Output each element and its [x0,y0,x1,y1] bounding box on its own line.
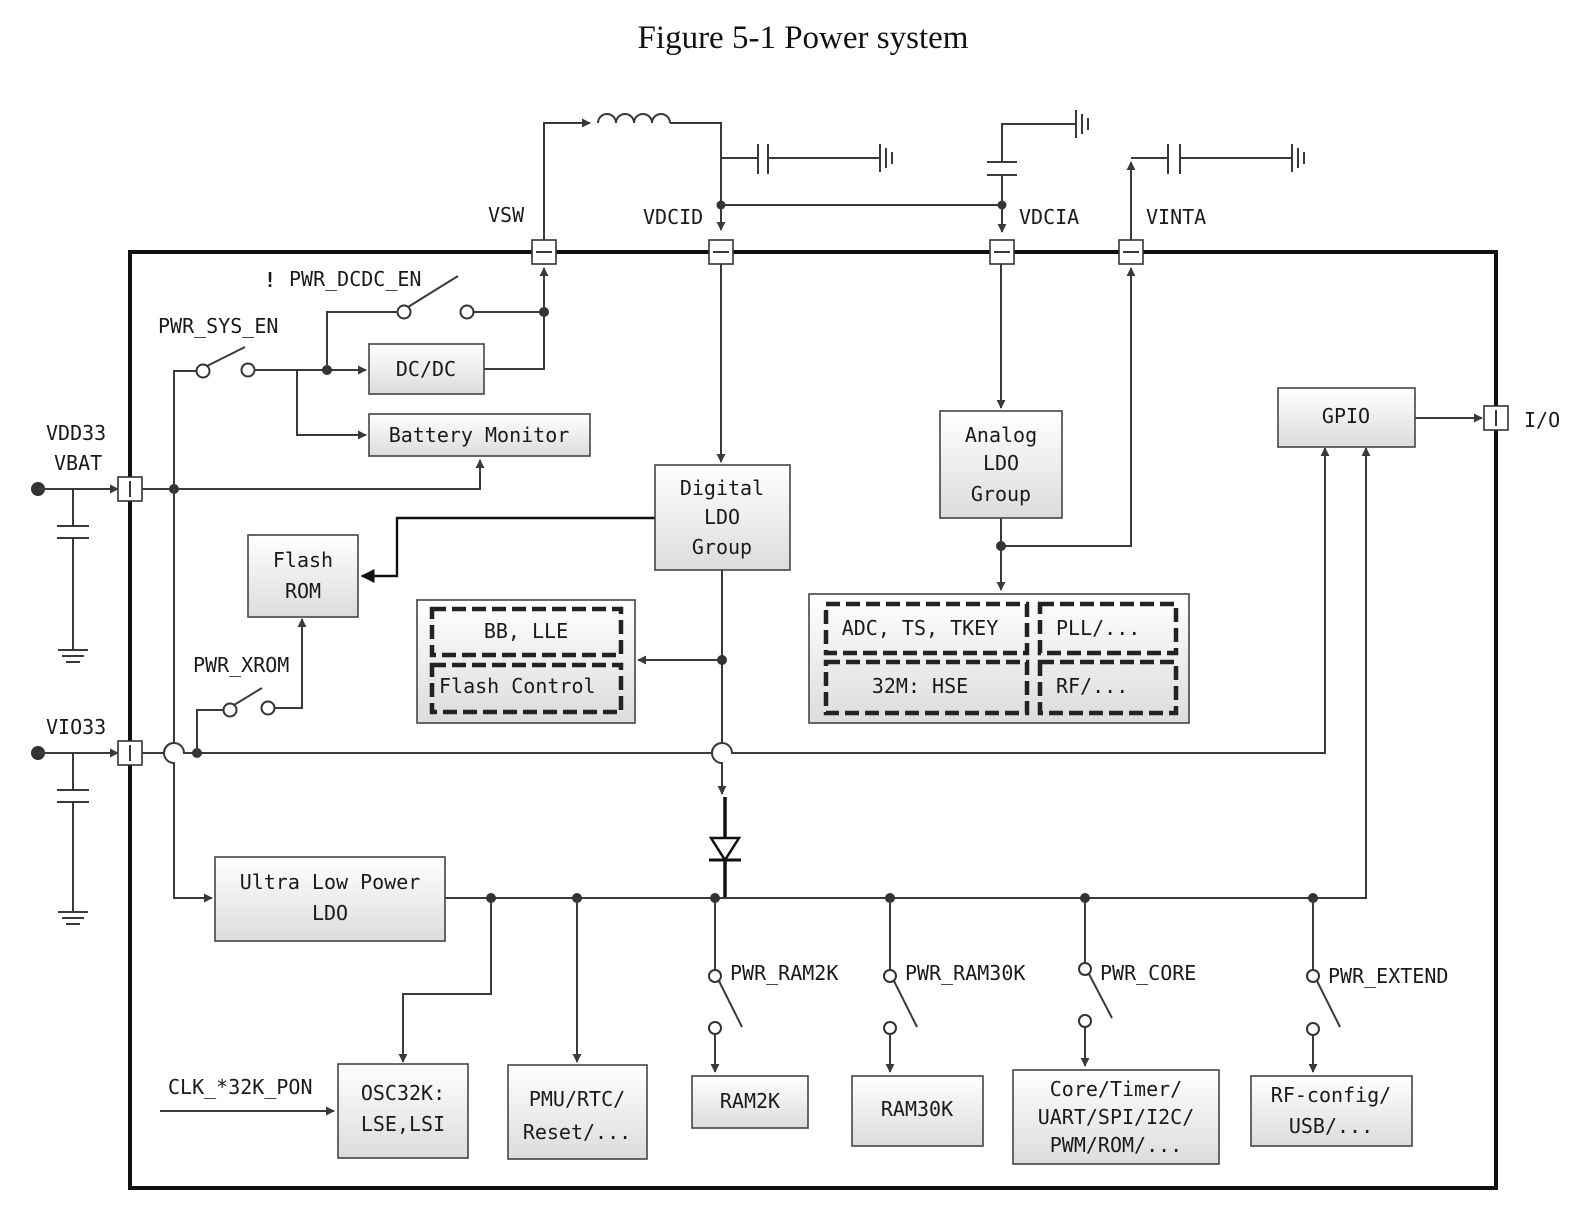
block-ram2k: RAM2K [691,1075,809,1129]
label-pwr-extend: PWR_EXTEND [1328,964,1448,988]
svg-text:Digital: Digital [680,476,764,500]
label-vdd33: VDD33 [46,421,106,445]
label-vdcid: VDCID [643,205,703,229]
svg-text:UART/SPI/I2C/: UART/SPI/I2C/ [1038,1105,1195,1129]
chip-boundary [128,250,1498,1190]
svg-text:LDO: LDO [983,451,1019,475]
block-gpio: GPIO [1277,387,1416,448]
switch-pwr-ram2k [708,898,743,1073]
vdd33-input [31,482,119,663]
label-pwr-sys-en: PWR_SYS_EN [158,314,278,338]
figure-title: Figure 5-1 Power system [638,20,969,56]
block-battery-monitor: Battery Monitor [368,413,591,457]
svg-text:Reset/...: Reset/... [523,1120,631,1144]
block-pll [1037,601,1179,656]
svg-text:RF/...: RF/... [1056,674,1128,698]
ground-icon [879,144,893,172]
block-flash-control [429,662,624,715]
vdcia-circuit [987,110,1089,233]
label-vinta: VINTA [1146,205,1206,229]
svg-text:Group: Group [971,482,1031,506]
svg-text:PWM/ROM/...: PWM/ROM/... [1050,1133,1182,1157]
svg-text:PMU/RTC/: PMU/RTC/ [529,1087,625,1111]
svg-text:OSC32K:: OSC32K: [361,1081,445,1105]
svg-text:LSE,LSI: LSE,LSI [361,1112,445,1136]
block-ultra-low-power-ldo: Ultra Low Power LDO [214,856,446,942]
svg-text:USB/...: USB/... [1289,1114,1373,1138]
diode-icon [708,797,742,898]
svg-text:BB, LLE: BB, LLE [484,619,568,643]
label-pwr-dcdc-en: PWR_DCDC_EN [289,267,421,291]
svg-text:RAM30K: RAM30K [881,1097,953,1121]
vio33-input [31,746,119,925]
block-adc-ts-tkey [823,601,1030,656]
switch-pwr-ram30k [883,898,918,1073]
ground-icon [58,649,88,663]
capacitor-icon [57,789,89,803]
block-digital-domain-group: BB, LLE Flash Control [416,599,636,724]
block-dcdc: DC/DC [368,343,485,395]
block-analog-domain-group: ADC, TS, TKEY PLL/... 32M: HSE RF/... [808,593,1190,724]
svg-text:ROM: ROM [285,579,321,603]
label-vdcia: VDCIA [1019,205,1079,229]
svg-text:PLL/...: PLL/... [1056,616,1140,640]
block-digital-ldo-group: Digital LDO Group [654,464,791,571]
label-clk32k-pon: CLK_*32K_PON [168,1075,313,1099]
switch-pwr-dcdc-en [396,275,475,320]
svg-text:DC/DC: DC/DC [396,357,456,381]
label-vio33: VIO33 [46,715,106,739]
svg-text:Core/Timer/: Core/Timer/ [1050,1077,1182,1101]
block-32m-hse [823,659,1030,716]
vinta-circuit [1126,144,1305,244]
inductor-circuit [543,113,1007,242]
svg-text:Analog: Analog [965,423,1037,447]
block-flash-rom: Flash ROM [247,534,359,618]
label-pwr-ram30k: PWR_RAM30K [905,961,1025,985]
switch-pwr-sys-en [195,346,256,379]
block-rf-config: RF-config/ USB/... [1250,1075,1413,1147]
svg-text:Flash Control: Flash Control [439,674,596,698]
svg-text:Battery Monitor: Battery Monitor [389,423,570,447]
label-pwr-dcdc-en-mark: ! [264,268,276,292]
capacitor-icon [1167,144,1181,174]
block-pmu-rtc: PMU/RTC/ Reset/... [507,1064,648,1160]
block-bb-lle [429,606,624,658]
svg-text:RAM2K: RAM2K [720,1089,780,1113]
ground-icon [1075,110,1089,138]
capacitor-icon [987,161,1017,176]
label-vsw: VSW [488,203,525,227]
block-ram30k: RAM30K [851,1075,984,1147]
ground-icon [1291,144,1305,172]
capacitor-icon [57,525,89,539]
svg-text:GPIO: GPIO [1322,404,1370,428]
ground-icon [58,911,88,925]
switch-pwr-core [1078,898,1113,1067]
svg-text:Ultra Low Power: Ultra Low Power [240,870,421,894]
label-pwr-ram2k: PWR_RAM2K [730,961,838,985]
switch-pwr-extend [1306,898,1341,1073]
svg-text:Group: Group [692,535,752,559]
inductor-icon [597,113,671,124]
capacitor-icon [757,144,769,174]
svg-text:LDO: LDO [312,901,348,925]
label-io: I/O [1524,408,1560,432]
svg-text:Flash: Flash [273,548,333,572]
block-analog-ldo-group: Analog LDO Group [939,410,1063,519]
svg-text:ADC, TS, TKEY: ADC, TS, TKEY [842,616,999,640]
switch-pwr-xrom [222,687,276,718]
svg-text:32M: HSE: 32M: HSE [872,674,968,698]
svg-text:RF-config/: RF-config/ [1271,1083,1391,1107]
label-pwr-xrom: PWR_XROM [193,653,289,677]
block-osc32k: OSC32K: LSE,LSI [337,1063,469,1159]
block-core: Core/Timer/ UART/SPI/I2C/ PWM/ROM/... [1012,1069,1220,1165]
label-pwr-core: PWR_CORE [1100,961,1196,985]
label-vbat: VBAT [54,451,102,475]
block-rf [1037,659,1179,716]
svg-text:LDO: LDO [704,505,740,529]
